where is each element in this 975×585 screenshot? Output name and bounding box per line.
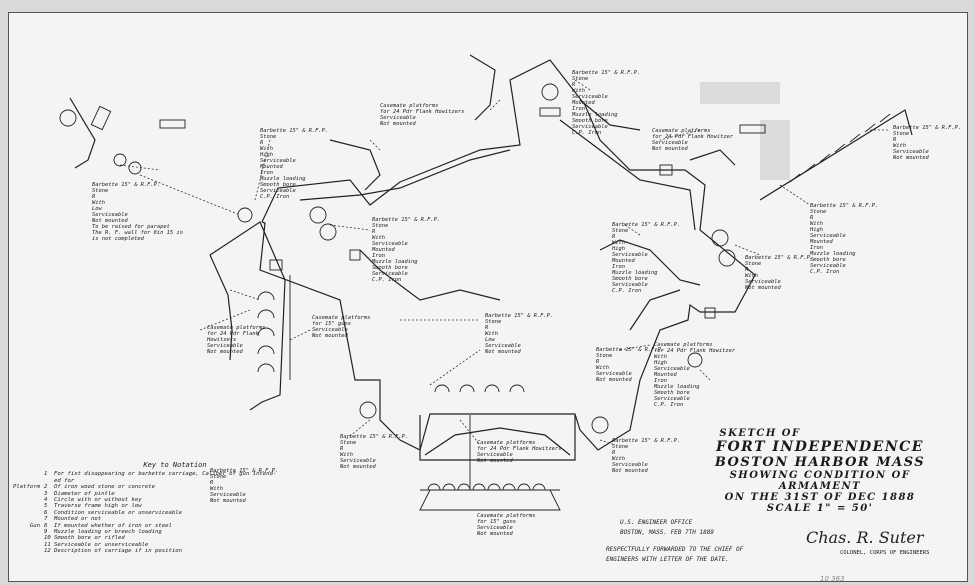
key-text: Traverse frame high or low (54, 503, 142, 510)
title-line-6: SCALE 1" = 50' (766, 503, 874, 514)
key-row: Platform 2 Of iron wood stone or concrete (10, 484, 340, 490)
gun-label: Barbette 15" & R.F.P. Stone R With Servi… (372, 217, 441, 283)
key-number: 11 (44, 541, 51, 548)
gun-label: Casemate platforms for 24 Pdr Flank Howi… (654, 342, 736, 408)
gun-label: Casemate platforms for 24 Pdr Flank Howi… (477, 440, 562, 464)
title-line-4: SHOWING CONDITION OF ARMAMENT (729, 470, 911, 492)
key-number: 10 (44, 535, 51, 542)
key-text: Condition serviceable or unserviceable (54, 509, 182, 516)
key-number: 7 (44, 516, 48, 523)
key-heading: Key to Notation (143, 461, 207, 469)
key-text: Circle with or without key (54, 497, 142, 504)
gun-label: Casemate platforms for 15" guns Servicea… (477, 513, 536, 537)
gun-label: Barbette 15" & R.F.P. Stone R With Servi… (745, 255, 814, 291)
forwarding-note: RESPECTFULLY FORWARDED TO THE CHIEF OF E… (606, 545, 886, 565)
key-text: Smooth bore or rifled (54, 535, 125, 542)
key-text: Serviceable or unserviceable (54, 541, 149, 548)
key-number: 4 (44, 497, 48, 504)
title-line-1: SKETCH OF (719, 428, 801, 439)
faded-stamp (700, 82, 780, 104)
key-text: Of iron wood stone or concrete (54, 484, 156, 491)
bastion-walls (289, 275, 561, 511)
gun-label: Casemate platforms for 15" guns Servicea… (312, 315, 371, 339)
gun-label: Barbette 15" & R.F.P. Stone R With Low S… (485, 313, 554, 355)
key-row: 4 Circle with or without key (10, 497, 340, 503)
title-line-3: BOSTON HARBOR MASS (714, 455, 926, 470)
gun-label: Casemate platforms for 24 Pdr Flank Howi… (652, 128, 734, 152)
key-number: 5 (44, 503, 48, 510)
notation-key: Key to Notation 1 For fixt disappearing o… (10, 461, 340, 555)
key-group: Platform (13, 484, 40, 491)
key-row: 9 Muzzle loading or breech loading (10, 529, 340, 535)
key-row: Gun 8 If mounted whether of iron or steel (10, 523, 340, 529)
fort-outline (69, 54, 913, 461)
pencil-note: 10 363 (820, 575, 845, 583)
key-group: Gun (29, 522, 40, 529)
key-text: For fixt disappearing or barbette carria… (54, 471, 277, 478)
gun-label: Barbette 15" & R.F.P. Stone R With Servi… (572, 70, 641, 136)
key-number: 12 (44, 548, 51, 555)
key-row: 3 Diameter of pintle (10, 491, 340, 497)
forward-line-2: ENGINEERS WITH LETTER OF THE DATE. (606, 556, 729, 563)
gun-label: Barbette 15" & R.F.P. Stone R With Servi… (340, 434, 409, 470)
key-text: Muzzle loading or breech loading (54, 529, 162, 536)
gun-label: Barbette 15" & R.F.P. Stone R With Servi… (210, 468, 279, 504)
gun-label: Barbette 15" & R.F.P. Stone R With High … (612, 222, 681, 294)
gun-label: Barbette 15" & R.F.P. Stone R With Low S… (92, 182, 183, 242)
signature-title: COLONEL, CORPS OF ENGINEERS (840, 550, 930, 556)
key-text: If mounted whether of iron or steel (54, 522, 172, 529)
title-line-2: FORT INDEPENDENCE (716, 439, 924, 455)
key-text: ed for (54, 477, 75, 484)
title-line-5: ON THE 31ST OF DEC 1888 (724, 492, 916, 503)
key-number: 3 (44, 490, 48, 497)
key-row: 6 Condition serviceable or unserviceable (10, 510, 340, 516)
gun-label: Barbette 15" & R.F.P. Stone R With High … (260, 128, 329, 200)
key-text: Diameter of pintle (54, 490, 115, 497)
gun-label: Casemate platforms for 24 Pdr Flank Howi… (380, 103, 465, 127)
key-row: ed for (10, 478, 340, 484)
forward-line-1: RESPECTFULLY FORWARDED TO THE CHIEF OF (606, 546, 744, 553)
key-text: Description of carriage if in position (54, 548, 182, 555)
gun-label: Barbette 15" & R.F.P. Stone R With Servi… (612, 438, 681, 474)
gun-label: Barbette 15" & R.F.P. Stone R With Servi… (596, 347, 665, 383)
key-text: Mounted or not (54, 516, 102, 523)
key-number: 9 (44, 529, 48, 536)
key-row: 5 Traverse frame high or low (10, 503, 340, 509)
key-rows: 1 For fixt disappearing or barbette carri… (10, 471, 340, 554)
gun-label: Casemate platforms for 24 Pdr Flank Howi… (207, 325, 266, 355)
key-group (10, 548, 44, 554)
signature: Chas. R. Suter (806, 528, 924, 547)
key-number: 2 (44, 484, 48, 491)
key-number: 8 (44, 522, 48, 529)
gun-emplacements (59, 83, 891, 491)
engineer-office: U.S. ENGINEER OFFICE BOSTON, MASS. FEB 7… (620, 518, 820, 538)
key-number: 1 (44, 471, 48, 478)
gun-label: Barbette 15" & R.F.P. Stone R With Servi… (893, 125, 962, 161)
office-line-2: BOSTON, MASS. FEB 7TH 1889 (620, 529, 714, 536)
key-row: 7 Mounted or not (10, 516, 340, 522)
key-row: 1 For fixt disappearing or barbette carri… (10, 471, 340, 477)
key-number: 6 (44, 509, 48, 516)
title-block: SKETCH OF FORT INDEPENDENCE BOSTON HARBO… (690, 428, 950, 514)
gun-label: Barbette 15" & R.F.P. Stone R With High … (810, 203, 879, 275)
office-line-1: U.S. ENGINEER OFFICE (620, 519, 693, 526)
